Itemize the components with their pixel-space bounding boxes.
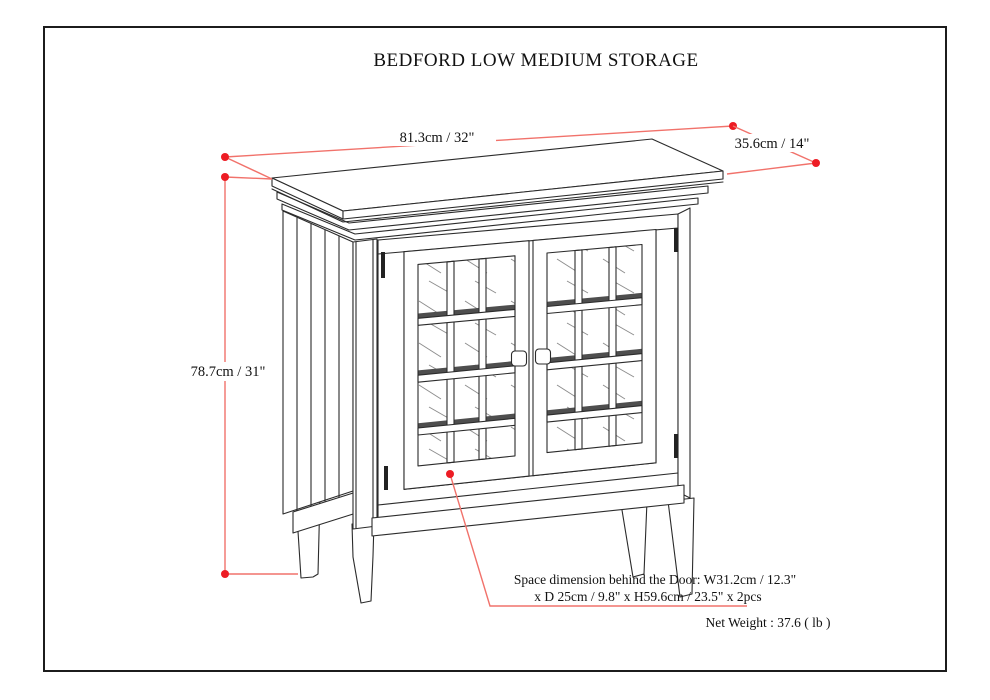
dimension-dot	[446, 470, 454, 478]
front-left-leg	[351, 521, 375, 604]
base-apron	[371, 484, 685, 537]
door-space-note-line2: x D 25cm / 9.8" x H59.6cm / 23.5" x 2pcs	[534, 589, 761, 604]
tabletop-edge-front	[342, 170, 724, 220]
door-space-leader	[446, 470, 747, 607]
interior-shelves-right	[547, 292, 642, 416]
diagram-title: BEDFORD LOW MEDIUM STORAGE	[373, 50, 698, 71]
height-dimension	[190, 173, 298, 578]
cabinet-drawing	[271, 138, 724, 604]
left-door-knob[interactable]	[510, 350, 528, 367]
dimension-dot	[221, 173, 229, 181]
left-door-glass	[418, 255, 515, 466]
height-label-bg	[190, 362, 266, 381]
right-door-glass-outline	[546, 243, 643, 454]
door-space-note-line1: Space dimension behind the Door: W31.2cm…	[514, 572, 796, 587]
rear-right-leg	[620, 500, 648, 578]
depth-dimension-label: 35.6cm / 14"	[735, 136, 810, 152]
side-panel	[282, 210, 354, 515]
interior-shelves-left	[418, 304, 515, 428]
front-right-leg	[667, 497, 695, 598]
width-label-bg	[378, 127, 496, 146]
width-dimension-label: 81.3cm / 32"	[400, 130, 475, 146]
dimension-dot	[221, 570, 229, 578]
right-door-glass	[547, 244, 642, 453]
right-door-knob[interactable]	[534, 348, 552, 365]
page-border	[43, 26, 947, 672]
corner-post-lines	[355, 239, 374, 529]
left-door[interactable]	[403, 240, 530, 490]
side-panel-slats	[296, 217, 340, 511]
molding-lower	[281, 197, 699, 241]
left-door-glass-outline	[417, 255, 516, 467]
right-door[interactable]	[532, 228, 657, 477]
dimension-dot	[221, 153, 229, 161]
depth-dimension	[718, 125, 826, 175]
width-dimension	[221, 122, 737, 180]
molding-upper	[276, 185, 709, 231]
depth-label-bg	[718, 134, 826, 152]
height-dimension-label: 78.7cm / 31"	[191, 364, 266, 380]
net-weight-label: Net Weight : 37.6 ( lb )	[705, 615, 830, 630]
tabletop-reveal	[271, 181, 724, 223]
right-side-edge	[677, 207, 691, 499]
dimension-dot	[812, 159, 820, 167]
